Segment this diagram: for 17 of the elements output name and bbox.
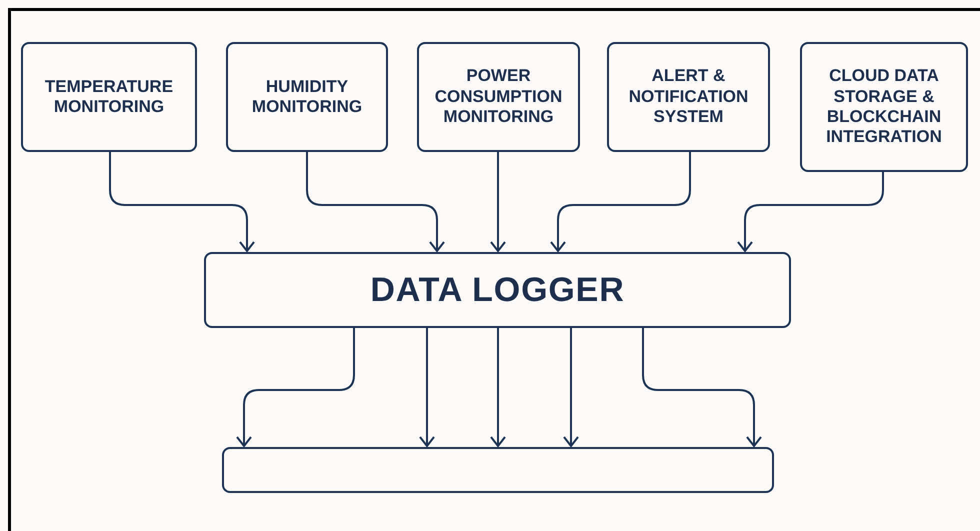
arrow (490, 152, 506, 252)
arrow (737, 172, 884, 252)
process-box: POWER CONSUMPTION MONITORING (417, 42, 580, 152)
arrow (419, 328, 435, 447)
arrow (109, 152, 255, 252)
process-box: HUMIDITY MONITORING (226, 42, 388, 152)
process-box: DATA LOGGER (204, 252, 791, 328)
arrow (236, 328, 355, 447)
arrow (563, 328, 579, 447)
process-box: TEMPERATURE MONITORING (21, 42, 197, 152)
arrow (550, 152, 691, 252)
arrow (642, 328, 762, 447)
process-box: CLOUD DATA STORAGE & BLOCKCHAIN INTEGRATION (800, 42, 968, 172)
arrow (306, 152, 445, 252)
process-box: ALERT & NOTIFICATION SYSTEM (607, 42, 770, 152)
arrow (490, 328, 506, 447)
empty-box (222, 447, 774, 493)
